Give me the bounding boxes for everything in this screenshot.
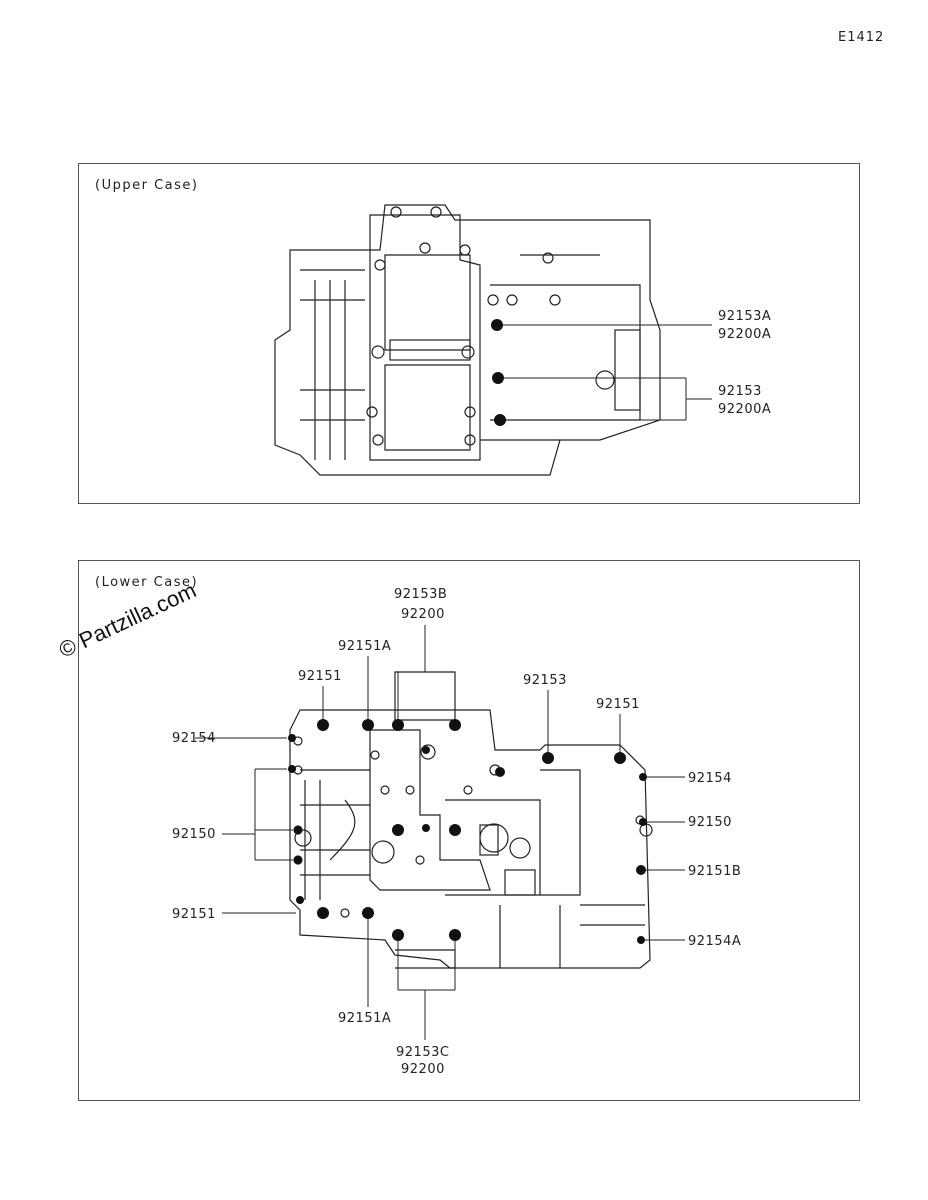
lower-case-title: (Lower Case) — [95, 575, 199, 590]
label-92150-right: 92150 — [688, 815, 732, 830]
lower-case-drawing — [289, 671, 653, 969]
label-92200a-first: 92200A — [718, 327, 771, 342]
label-92151-bottom-left: 92151 — [172, 907, 216, 922]
label-92151-right: 92151 — [596, 697, 640, 712]
lower-case-panel: (Lower Case) — [78, 560, 860, 1101]
drawing-code: E1412 — [838, 30, 885, 45]
label-92150-left: 92150 — [172, 827, 216, 842]
label-92151a-bottom: 92151A — [338, 1011, 391, 1026]
label-92153-right: 92153 — [523, 673, 567, 688]
upper-case-bolts — [491, 319, 506, 426]
label-92200-bottom: 92200 — [401, 1062, 445, 1077]
label-92153b: 92153B — [394, 587, 447, 602]
label-92154-right: 92154 — [688, 771, 732, 786]
label-92151a-top: 92151A — [338, 639, 391, 654]
label-92200-top: 92200 — [401, 607, 445, 622]
upper-case-leaders — [503, 324, 712, 421]
label-92154-left: 92154 — [172, 731, 216, 746]
label-92151-top-left: 92151 — [298, 669, 342, 684]
label-92153c: 92153C — [396, 1045, 449, 1060]
label-92200a-second: 92200A — [718, 402, 771, 417]
upper-case-title: (Upper Case) — [95, 178, 199, 193]
lower-case-leaders — [195, 625, 685, 1040]
upper-case-drawing — [274, 204, 661, 476]
label-92154a: 92154A — [688, 934, 741, 949]
label-92153: 92153 — [718, 384, 762, 399]
lower-case-bolts — [288, 719, 647, 944]
upper-case-panel: (Upper Case) — [78, 163, 860, 504]
label-92151b: 92151B — [688, 864, 741, 879]
label-92153a: 92153A — [718, 309, 771, 324]
